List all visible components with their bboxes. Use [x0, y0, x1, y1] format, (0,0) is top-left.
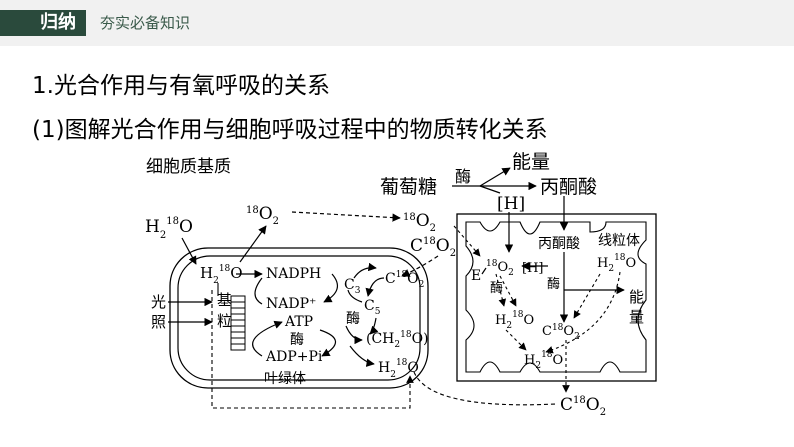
energy-label: 能量 [512, 151, 550, 173]
light-label-1: 光 [151, 293, 166, 311]
water-out-chloroplast: H218O [378, 358, 419, 380]
enzyme-label: 酶 [455, 167, 471, 186]
calvin-enzyme-label: 酶 [346, 311, 360, 327]
co2-chloroplast: C18O2 [385, 270, 424, 290]
mitochondrion-dashed-arrows [453, 225, 621, 393]
cytoplasm-label: 细胞质基质 [146, 157, 231, 177]
header-accent-bar [0, 10, 30, 36]
mito-energy-1: 能 [629, 288, 644, 306]
pyruvate-label: 丙酮酸 [540, 176, 597, 198]
light-reaction-cycles [252, 273, 339, 357]
mito-pyruvate-label: 丙酮酸 [538, 236, 580, 252]
chloroplast-inner [177, 255, 421, 381]
mito-water-left: H218O [495, 310, 534, 331]
light-label-2: 照 [151, 313, 166, 331]
thylakoid-stack [230, 295, 246, 351]
e-label: E [471, 268, 481, 284]
atp-label: ATP [284, 314, 313, 330]
mitochondrion-arrows [481, 252, 625, 323]
water-in-chloroplast: H218O [200, 264, 243, 286]
oxygen-transfer-label: 18O2 [403, 211, 436, 234]
calvin-cycle-arrows [345, 262, 385, 367]
nadp-label: NADP⁺ [266, 296, 316, 312]
header-tab: 归纳 [30, 10, 86, 36]
light-arrows [168, 297, 213, 327]
ch2o-label: (CH218O) [366, 330, 429, 350]
mitochondrion-label: 线粒体 [598, 233, 640, 249]
glucose-arrows [452, 167, 569, 253]
chloroplast-to-co2-path [413, 371, 557, 406]
chloroplast-label: 叶绿体 [264, 371, 306, 387]
chloroplast-outer [169, 247, 429, 389]
c5-label: C5 [364, 298, 381, 317]
water-recycle-path [211, 290, 414, 409]
mito-water-right: H218O [597, 253, 636, 274]
section-header: 归纳 夯实必备知识 [0, 0, 794, 46]
mito-enzyme-1: 酶 [490, 280, 503, 296]
grana-label-2: 粒 [217, 312, 232, 330]
heading-1: 1.光合作用与有氧呼吸的关系 [32, 73, 330, 99]
atp-enzyme-label: 酶 [290, 332, 304, 348]
nadph-label: NADPH [266, 266, 321, 282]
mito-co2-label: C18O2 [542, 323, 580, 342]
oxygen-transfer-arrow [291, 211, 401, 222]
glucose-label: 葡萄糖 [380, 176, 437, 198]
mito-oxygen-label: 18O2 [486, 259, 514, 278]
c3-label: C3 [344, 277, 361, 296]
header-subtitle: 夯实必备知识 [100, 14, 191, 32]
hydrogen-label: [H] [497, 194, 525, 214]
co2-release-label: C18O2 [560, 395, 606, 418]
grana-label-1: 基 [217, 291, 232, 309]
mitochondrion-inner [465, 221, 647, 373]
oxygen-release-label: 18O2 [246, 204, 279, 227]
mito-water-bottom: H218O [524, 350, 563, 371]
mito-energy-2: 量 [629, 308, 644, 326]
adp-label: ADP+Pi [265, 349, 323, 365]
mitochondrion-outer [456, 213, 657, 382]
mito-hydrogen-label: [H] [522, 261, 543, 276]
mito-enzyme-2: 酶 [547, 276, 560, 292]
co2-transfer-label: C18O2 [410, 236, 456, 259]
heading-2: (1)图解光合作用与细胞呼吸过程中的物质转化关系 [32, 117, 548, 143]
water-input-label: H218O [145, 216, 193, 241]
water-input-arrow [181, 237, 197, 265]
co2-to-chloroplast-arrow [401, 255, 439, 277]
